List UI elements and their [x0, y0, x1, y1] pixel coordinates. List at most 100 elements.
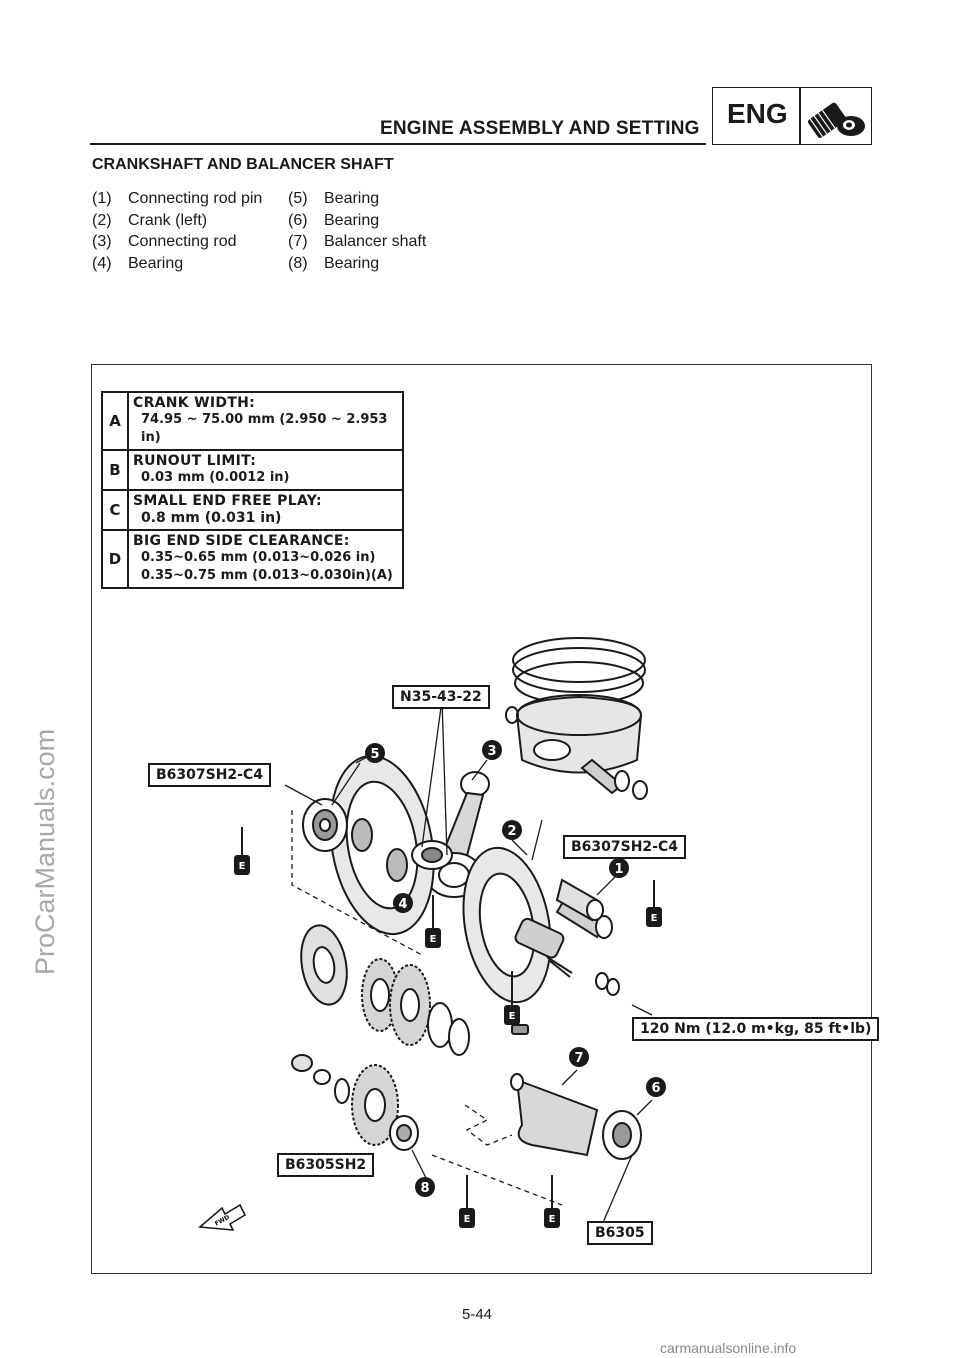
- lube-mark-e: E: [425, 895, 441, 948]
- spec-label: SMALL END FREE PLAY:: [133, 493, 322, 509]
- spec-value: 0.35~0.65 mm (0.013~0.026 in): [141, 550, 376, 565]
- legend-item: (5) Bearing: [288, 188, 426, 210]
- legend-label: Bearing: [324, 254, 380, 272]
- spec-row: B RUNOUT LIMIT:0.03 mm (0.0012 in): [101, 449, 404, 491]
- spec-row: D BIG END SIDE CLEARANCE:0.35~0.65 mm (0…: [101, 529, 404, 589]
- part-number-label: 7: [574, 1051, 583, 1066]
- part-number-label: 2: [507, 824, 516, 839]
- callout-b6305: B6305: [587, 1221, 653, 1245]
- spec-label: CRANK WIDTH:: [133, 395, 256, 411]
- section-title: CRANKSHAFT AND BALANCER SHAFT: [92, 156, 394, 173]
- spec-cell: BIG END SIDE CLEARANCE:0.35~0.65 mm (0.0…: [127, 529, 404, 589]
- lube-marks: E E E E E E: [234, 827, 662, 1228]
- needle-bearing: [411, 840, 453, 870]
- spec-label: BIG END SIDE CLEARANCE:: [133, 533, 350, 549]
- part-number-7: 7: [569, 1047, 589, 1067]
- lube-mark-label: E: [651, 913, 658, 924]
- spec-value: 74.95 ~ 75.00 mm (2.950 ~ 2.953 in): [141, 412, 388, 445]
- spec-value: 0.8 mm (0.031 in): [141, 510, 282, 526]
- lube-mark-label: E: [549, 1214, 556, 1225]
- eng-badge: ENG: [712, 87, 872, 145]
- spec-key: C: [101, 489, 129, 531]
- legend-column-left: (1)Connecting rod pin (2) Crank (left) (3…: [92, 188, 262, 274]
- legend-item: (8) Bearing: [288, 253, 426, 275]
- footer-site-watermark: carmanualsonline.info: [660, 1340, 797, 1356]
- forward-arrow-icon: FWD: [198, 1203, 247, 1231]
- spec-row: C SMALL END FREE PLAY:0.8 mm (0.031 in): [101, 489, 404, 531]
- crankshaft-exploded-diagram: E E E E E E 1 2 3 4 5 6 7 8 FWD: [198, 637, 666, 1231]
- legend-label: Connecting rod: [128, 233, 237, 251]
- callout-torque-spec: 120 Nm (12.0 m•kg, 85 ft•lb): [632, 1017, 880, 1041]
- spec-key: D: [101, 529, 129, 589]
- legend-number: (5): [288, 190, 308, 207]
- right-shaft: [555, 878, 604, 922]
- header-title: ENGINE ASSEMBLY AND SETTING: [380, 118, 700, 139]
- part-number-label: 8: [420, 1181, 429, 1196]
- callout-b6305sh2: B6305SH2: [277, 1153, 375, 1177]
- lube-mark-e: E: [234, 827, 250, 875]
- legend-number: (2): [92, 211, 112, 229]
- legend-number: (4): [92, 254, 112, 272]
- legend-item: (3) Connecting rod: [92, 231, 262, 253]
- lube-mark-e: E: [646, 880, 662, 927]
- legend-label: Bearing: [324, 211, 380, 229]
- lube-mark-label: E: [509, 1011, 516, 1022]
- spec-row: A CRANK WIDTH:74.95 ~ 75.00 mm (2.950 ~ …: [101, 391, 404, 451]
- header-rule: [90, 143, 706, 145]
- legend-item: (4) Bearing: [92, 253, 262, 275]
- legend-label: Crank (left): [128, 211, 208, 229]
- exploded-view-figure: E E E E E E 1 2 3 4 5 6 7 8 FWD A CRANK …: [91, 364, 880, 1274]
- piston-pin: [505, 706, 648, 800]
- part-number-label: 4: [398, 897, 407, 912]
- part-number-6: 6: [646, 1077, 666, 1097]
- engine-assembly-icon: [807, 102, 865, 138]
- lube-mark-e: E: [544, 1175, 560, 1228]
- lube-mark-label: E: [239, 861, 246, 872]
- watermark-text: ProCarManuals.com: [30, 729, 60, 975]
- balancer-gear: [291, 1054, 419, 1151]
- eng-badge-divider: [799, 88, 801, 144]
- legend-label: Bearing: [128, 254, 184, 272]
- legend-item: (1)Connecting rod pin: [92, 188, 262, 210]
- lube-mark-e: E: [504, 971, 520, 1025]
- lube-mark-e: E: [459, 1175, 475, 1228]
- drive-gears: [300, 924, 470, 1056]
- part-number-4: 4: [393, 893, 413, 913]
- legend-number: (3): [92, 233, 112, 251]
- spec-key: B: [101, 449, 129, 491]
- balancer-shaft: [510, 1024, 599, 1157]
- side-watermark: ProCarManuals.com: [30, 729, 60, 975]
- part-number-markers: 1 2 3 4 5 6 7 8: [365, 740, 666, 1197]
- callout-n35-43-22: N35-43-22: [392, 685, 490, 709]
- spec-key: A: [101, 391, 129, 451]
- piston: [515, 694, 643, 774]
- spec-cell: SMALL END FREE PLAY:0.8 mm (0.031 in): [127, 489, 404, 531]
- part-number-2: 2: [502, 820, 522, 840]
- legend-item: (2) Crank (left): [92, 210, 262, 232]
- spec-value: 0.03 mm (0.0012 in): [141, 470, 290, 485]
- spec-value: 0.35~0.75 mm (0.013~0.030in)(A): [141, 568, 393, 583]
- lube-mark-label: E: [464, 1214, 471, 1225]
- legend-label: Bearing: [324, 190, 380, 207]
- part-number-label: 1: [614, 862, 623, 877]
- bearing-left: [302, 798, 348, 852]
- legend-column-right: (5)Bearing (6)Bearing (7)Balancer shaft …: [288, 188, 426, 274]
- part-number-1: 1: [609, 858, 629, 878]
- legend-item: (6) Bearing: [288, 210, 426, 232]
- spec-cell: CRANK WIDTH:74.95 ~ 75.00 mm (2.950 ~ 2.…: [127, 391, 404, 451]
- legend-number: (6): [288, 211, 308, 229]
- spec-label: RUNOUT LIMIT:: [133, 453, 257, 469]
- legend-label: Balancer shaft: [324, 233, 427, 251]
- part-number-5: 5: [365, 743, 385, 763]
- callout-b6307sh2-c4-right: B6307SH2-C4: [563, 835, 687, 859]
- assembly-lines: [291, 810, 563, 1206]
- crank-web-right: [462, 846, 573, 1004]
- legend-number: (1): [92, 190, 112, 207]
- washers: [595, 972, 620, 996]
- part-number-label: 6: [651, 1081, 660, 1096]
- lube-mark-label: E: [430, 934, 437, 945]
- eng-badge-label: ENG: [727, 98, 788, 129]
- spec-table: A CRANK WIDTH:74.95 ~ 75.00 mm (2.950 ~ …: [101, 391, 404, 589]
- legend-item: (7)Balancer shaft: [288, 231, 426, 253]
- legend-number: (8): [288, 254, 308, 272]
